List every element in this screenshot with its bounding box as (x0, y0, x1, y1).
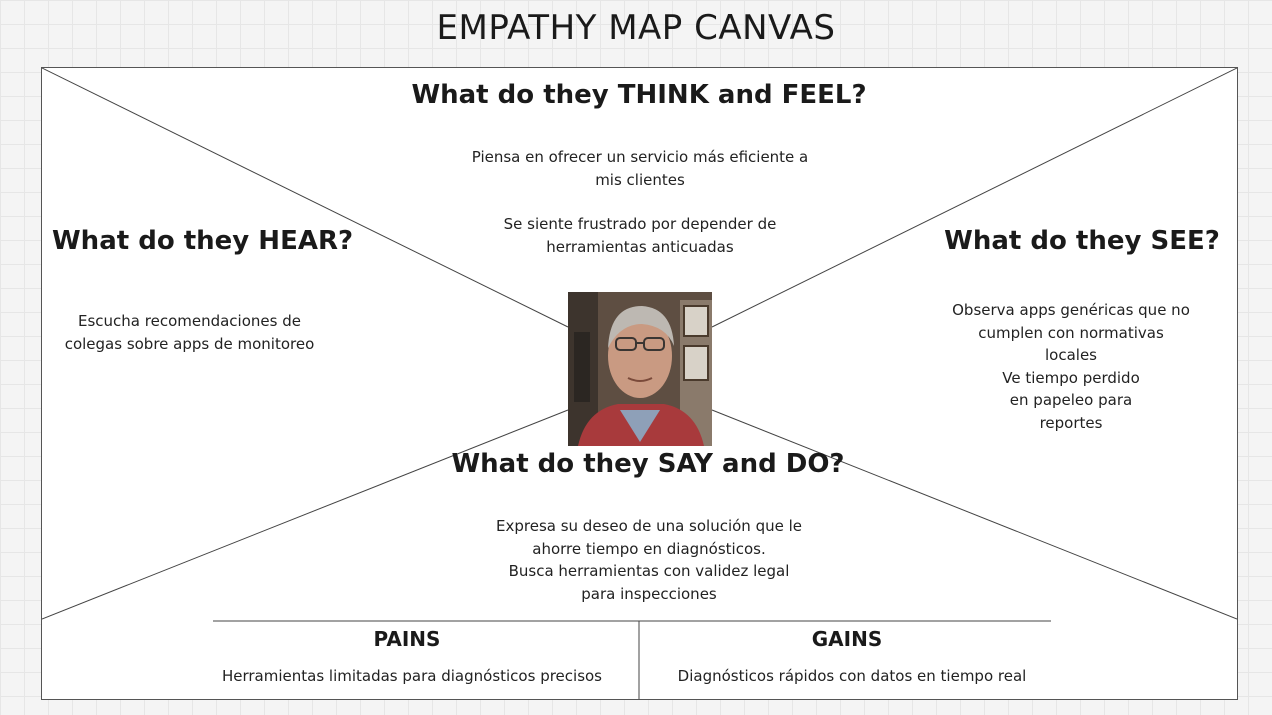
see-note-1: Observa apps genéricas que no cumplen co… (952, 301, 1190, 364)
diagonal-bottom-right (711, 409, 1237, 620)
think-feel-notes: Piensa en ofrecer un servicio más eficie… (460, 146, 820, 258)
page-title: EMPATHY MAP CANVAS (436, 8, 836, 48)
say-do-notes: Expresa su deseo de una solución que le … (459, 515, 839, 605)
say-do-note-2: Busca herramientas con validez legal par… (508, 562, 790, 603)
say-do-heading: What do they SAY and DO? (451, 449, 845, 479)
user-photo-icon (568, 292, 712, 446)
pains-heading: PAINS (373, 627, 441, 651)
diagonal-top-left (42, 68, 569, 328)
divider-lines (42, 68, 1237, 699)
think-feel-heading: What do they THINK and FEEL? (411, 80, 867, 110)
gains-text: Diagnósticos rápidos con datos en tiempo… (677, 667, 1027, 685)
hear-notes: Escucha recomendaciones de colegas sobre… (48, 310, 331, 355)
see-note-2: Ve tiempo perdido en papeleo para report… (1002, 368, 1140, 432)
think-feel-note-1: Piensa en ofrecer un servicio más eficie… (471, 148, 809, 189)
diagonal-top-right (711, 68, 1237, 328)
empathy-map-board: What do they THINK and FEEL? Piensa en o… (41, 67, 1238, 700)
diagonal-bottom-left (42, 409, 569, 620)
gains-heading: GAINS (811, 627, 883, 651)
think-feel-note-2: Se siente frustrado por depender de herr… (503, 215, 777, 256)
pains-text: Herramientas limitadas para diagnósticos… (221, 667, 603, 685)
think-feel-spacer (460, 191, 820, 213)
hear-heading: What do they HEAR? (52, 226, 354, 256)
say-do-note-1: Expresa su deseo de una solución que le … (496, 517, 802, 558)
see-heading: What do they SEE? (944, 226, 1220, 256)
see-notes: Observa apps genéricas que no cumplen co… (951, 299, 1191, 434)
persona-photo (568, 292, 712, 446)
hear-note-1: Escucha recomendaciones de colegas sobre… (64, 312, 315, 353)
